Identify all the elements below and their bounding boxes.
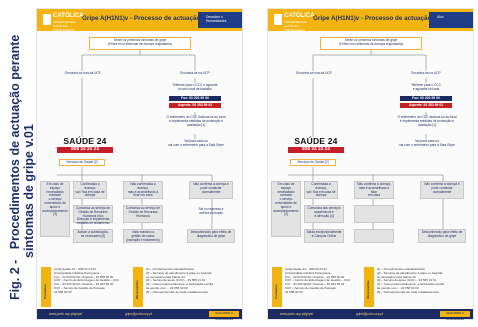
first-symptoms-box: Sente os primeiros sintomas de gripe (Fe… (89, 37, 191, 50)
communicate-hr-box: Comunica ao serviço de Gestão de Recurso… (73, 205, 113, 225)
communicate-box-2 (354, 205, 394, 223)
saude24-logo: SAÚDE 24 808 24 24 24 (57, 137, 113, 153)
saude24-logo: SAÚDE 24 808 24 24 24 (288, 137, 344, 153)
poster-title: Gripe A(H1N1)v - Processo de actuação (82, 15, 201, 22)
poster-title: Gripe A(H1N1)v - Processo de actuação (313, 15, 432, 22)
logo-subtitle: UNIVERSIDADE CATÓLICA PORTUGUESA (284, 20, 307, 32)
caption-line-2: sintomas de gripe v.01 (22, 124, 36, 258)
observations-tab-label: Observações (135, 280, 139, 299)
contacts-tab-label: Contactos (43, 284, 47, 299)
catolica-logo: CATÓLICA UNIVERSIDADE CATÓLICA PORTUGUES… (274, 13, 315, 32)
info-panel: Contactos Linha Saúde 24 – 808 24 24 24 … (41, 267, 240, 307)
foz-label: Foz: (181, 96, 189, 100)
diagnosis-box: Desconhecido para efeito de diagnóstico … (418, 229, 466, 243)
saude24-number: 808 24 24 24 (57, 147, 113, 153)
caption-text: Fig. 2 - Procedimentos de actuação peran… (8, 35, 36, 300)
diagnosis-box: Desconhecido para efeito de diagnóstico … (187, 229, 235, 243)
foz-number: 93 203 99 00 (420, 96, 440, 100)
asprela-label: Asprela: (177, 103, 192, 107)
evolution-box (420, 207, 464, 217)
confirmed-box: Confirmada a doença, vai / fica em casa … (73, 181, 107, 199)
gray-support-box: Em caso de espaço necessitado contacte o… (271, 181, 301, 237)
poster-header: CATÓLICA UNIVERSIDADE CATÓLICA PORTUGUES… (37, 9, 242, 32)
confirmed-box: Confirmada a doença, vai / fica em casa … (304, 181, 338, 199)
contacts-tab: Contactos (272, 267, 282, 307)
health-services-box: Serviços de Saúde [2] (290, 159, 336, 166)
logo-subtitle: UNIVERSIDADE CATÓLICA PORTUGUESA (53, 20, 76, 32)
communicate-hr-box: Comunica aos serviços académicos e a dir… (304, 205, 344, 223)
gray-support-box: Em caso de espaço necessitado contacte o… (40, 181, 70, 237)
not-confirmed-normal-box: Não confirma a doença e pode contactar n… (420, 181, 464, 199)
info-panel: Contactos Linha Saúde 24 – 808 24 24 24 … (272, 267, 471, 307)
observations-tab-label: Observações (366, 280, 370, 299)
asprela-phone: Asprela: 93 203 99 02 (400, 103, 452, 108)
logo-title: CATÓLICA (284, 13, 315, 19)
inside-ucp-label: Encontra-se na UCP (411, 71, 441, 75)
nurse-box: O enfermeiro do CCC desloca-se ao local … (166, 115, 226, 127)
observations-text: [1] – Procedimentos standardizados [2] –… (377, 267, 445, 294)
outside-ucp-label: Encontra-se fora da UCP (296, 71, 332, 75)
figure-label: Fig. 2 - (8, 259, 22, 300)
logo-mark-icon (43, 14, 51, 25)
substitution-box: Activar a substituição, se necessário [5… (73, 229, 113, 243)
figure-caption: Fig. 2 - Procedimentos de actuação peran… (0, 0, 36, 327)
brand-badge: Descobrir o Humanidades (198, 12, 242, 28)
observations-tab: Observações (364, 267, 374, 307)
contact-ccc-box: Telefone para o CCC e aguarde no local (411, 83, 441, 91)
not-confirmed-home-box: Não confirmada a doença, mas é aconselha… (123, 181, 163, 199)
flowchart-poster-1: CATÓLICA UNIVERSIDADE CATÓLICA PORTUGUES… (36, 8, 243, 321)
logo-title: CATÓLICA (53, 13, 84, 19)
health-services-box: Serviços de Saúde [2] (59, 159, 105, 166)
nurse-box: O enfermeiro do CCC desloca-se ao local … (397, 115, 457, 127)
foz-phone: Foz: 93 203 99 00 (169, 96, 221, 101)
poster-footer: www.porto.ucp.pt/gripe/ gripe@porto.ucp.… (268, 309, 473, 321)
contacts-tab-label: Contactos (274, 284, 278, 299)
saude24-name: SAÚDE 24 (294, 136, 338, 146)
contact-ccc-box: Telefone para o CCC e aguarde no seu loc… (172, 83, 218, 91)
case-management-box (354, 229, 394, 243)
outside-ucp-label: Encontra-se fora da UCP (65, 71, 101, 75)
footer-badge: DESCOBRIR O HUMANIDADES (440, 311, 470, 321)
communicate-box-2: Comunica ao serviço de Gestão de Recurso… (123, 205, 163, 223)
not-confirmed-home-box: Não confirma a doença, mas é aconselhado… (354, 181, 394, 199)
contacts-text: Linha Saúde 24 – 808 24 24 24 Universida… (285, 267, 351, 294)
asprela-label: Asprela: (408, 103, 423, 107)
go-home-box: Vai para casa ou vai com o enfermeiro pa… (399, 139, 455, 147)
footer-email-link[interactable]: gripe@porto.ucp.pt (356, 312, 384, 316)
go-home-box: Vai para casa ou vai com o enfermeiro pa… (168, 139, 224, 147)
brand-badge: Alun (429, 12, 473, 28)
observations-tab: Observações (133, 267, 143, 307)
footer-website-link[interactable]: www.porto.ucp.pt/gripe/ (280, 312, 314, 316)
asprela-phone: Asprela: 93 203 99 02 (169, 103, 221, 108)
foz-phone: Foz: 93 203 99 00 (400, 96, 452, 101)
saude24-name: SAÚDE 24 (63, 136, 107, 146)
contacts-text: Linha Saúde 24 – 808 24 24 24 Universida… (54, 267, 120, 294)
substitution-box: Saída excepcionalmente à Campus Online (304, 229, 344, 243)
catolica-logo: CATÓLICA UNIVERSIDADE CATÓLICA PORTUGUES… (43, 13, 84, 32)
flowchart-poster-2: CATÓLICA UNIVERSIDADE CATÓLICA PORTUGUES… (267, 8, 474, 321)
foz-number: 93 203 99 00 (189, 96, 209, 100)
poster-footer: www.porto.ucp.pt/gripe/ gripe@porto.ucp.… (37, 309, 242, 321)
asprela-number: 93 203 99 02 (192, 103, 213, 107)
inside-ucp-label: Encontra-se na UCP (180, 71, 210, 75)
evolution-box: Sai ou regressa e verifica evolução (198, 207, 224, 215)
foz-label: Foz: (412, 96, 420, 100)
case-management-box: Volta massivo a gestão de casos (inscriç… (123, 229, 163, 243)
poster-header: CATÓLICA UNIVERSIDADE CATÓLICA PORTUGUES… (268, 9, 473, 32)
saude24-number: 808 24 24 24 (288, 147, 344, 153)
observations-text: [1] – Procedimentos standardizados [2] –… (146, 267, 214, 294)
footer-website-link[interactable]: www.porto.ucp.pt/gripe/ (49, 312, 83, 316)
not-confirmed-normal-box: Não confirma a doença e pode contactar n… (189, 181, 233, 199)
footer-email-link[interactable]: gripe@porto.ucp.pt (125, 312, 153, 316)
contacts-tab: Contactos (41, 267, 51, 307)
logo-mark-icon (274, 14, 282, 25)
footer-badge: DESCOBRIR O HUMANIDADES (209, 311, 239, 321)
caption-line-1: Procedimentos de actuação perante (8, 34, 22, 250)
asprela-number: 93 203 99 02 (423, 103, 444, 107)
first-symptoms-box: Sente os primeiros sintomas de gripe (Fe… (320, 37, 422, 50)
